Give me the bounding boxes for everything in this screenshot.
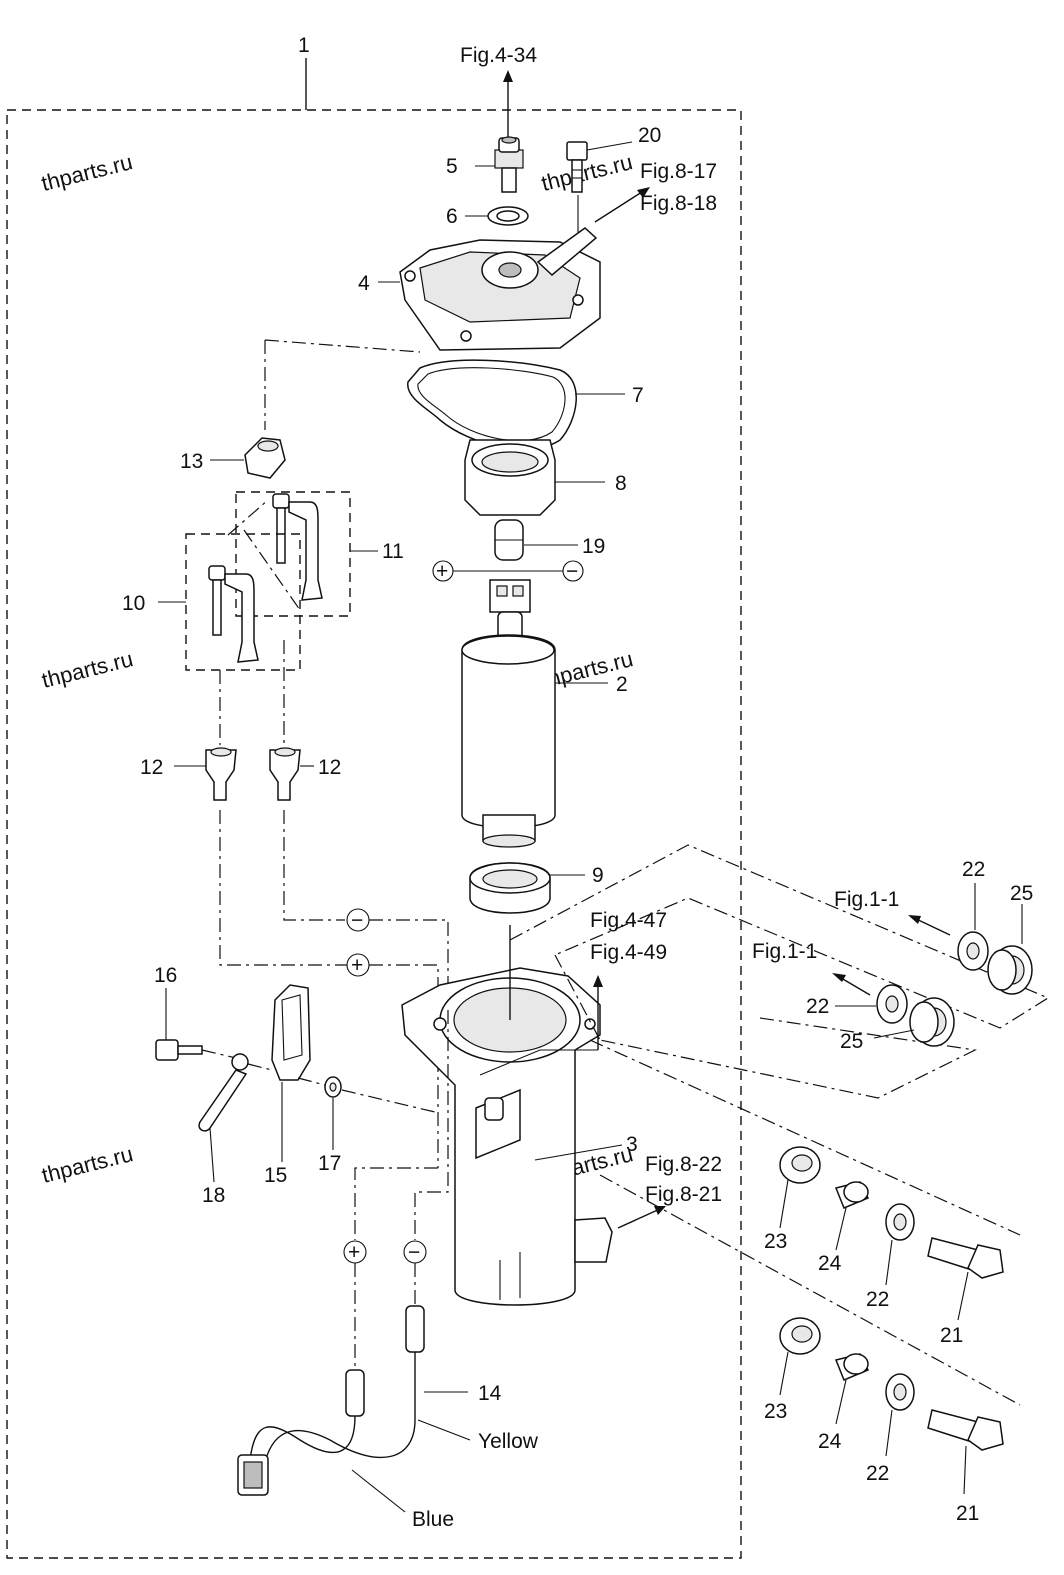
polarity-minus: −	[408, 1241, 420, 1264]
callout-11: 11	[382, 540, 404, 563]
part-17-washer	[324, 1076, 342, 1098]
ref-fig-1-1: Fig.1-1	[834, 888, 899, 911]
part-13-cap	[244, 437, 286, 479]
ref-fig-4-47: Fig.4-47	[590, 909, 667, 932]
callout-22: 22	[806, 995, 829, 1018]
callout-25: 25	[1010, 882, 1033, 905]
callout-4: 4	[358, 272, 370, 295]
ref-fig-8-22: Fig.8-22	[645, 1153, 722, 1176]
part-22-washer	[957, 931, 989, 971]
watermark: thparts.ru	[39, 149, 135, 196]
callout-24: 24	[818, 1430, 842, 1453]
callout-23: 23	[764, 1230, 787, 1253]
callout-21: 21	[956, 1502, 979, 1525]
part-20-screw	[566, 141, 588, 193]
ref-fig-8-21: Fig.8-21	[645, 1183, 722, 1206]
callout-13: 13	[180, 450, 203, 473]
callout-7: 7	[632, 384, 644, 407]
callout-25: 25	[840, 1030, 863, 1053]
part-3-housing	[401, 967, 613, 1306]
part-22-washer	[885, 1203, 915, 1241]
part-16-bolt	[155, 1039, 203, 1061]
callout-20: 20	[638, 124, 661, 147]
callout-12-left: 12	[140, 756, 163, 779]
callout-10: 10	[122, 592, 145, 615]
assembly-boundary	[6, 109, 742, 1559]
watermark: thparts.ru	[39, 646, 135, 693]
polarity-plus: +	[436, 560, 448, 583]
part-6-washer	[487, 206, 529, 226]
callout-15: 15	[264, 1164, 287, 1187]
part-22-washer	[885, 1373, 915, 1411]
part-23-collar	[779, 1146, 821, 1184]
ref-fig-4-34: Fig.4-34	[460, 44, 537, 67]
part-4-cover	[399, 227, 601, 351]
part-24-spacer	[834, 1353, 870, 1381]
part-14-wire-harness	[237, 1305, 425, 1496]
part-9-seal	[469, 862, 551, 914]
ref-fig-8-18: Fig.8-18	[640, 192, 717, 215]
callout-1: 1	[298, 34, 310, 57]
part-21-bolt	[927, 1237, 1004, 1279]
callout-19: 19	[582, 535, 605, 558]
part-8-retainer	[464, 439, 556, 516]
callout-12-right: 12	[318, 756, 341, 779]
ref-fig-4-49: Fig.4-49	[590, 941, 667, 964]
callout-3: 3	[626, 1133, 638, 1156]
callout-16: 16	[154, 964, 177, 987]
part-2-fuel-pump	[461, 579, 556, 848]
part-25-grommet	[987, 945, 1033, 995]
callout-22: 22	[866, 1288, 889, 1311]
part-7-gasket	[407, 359, 577, 451]
ref-fig-8-17: Fig.8-17	[640, 160, 717, 183]
part-25-grommet	[909, 997, 955, 1047]
part-18-ground-lead	[198, 1053, 249, 1132]
callout-24: 24	[818, 1252, 842, 1275]
callout-17: 17	[318, 1152, 341, 1175]
wire-color-yellow: Yellow	[478, 1430, 539, 1453]
part-5-fitting	[494, 136, 524, 193]
part-19-filter	[494, 519, 524, 561]
ref-fig-1-1: Fig.1-1	[752, 940, 817, 963]
part-21-bolt	[927, 1409, 1004, 1451]
part-11-terminal	[272, 493, 323, 601]
callout-21: 21	[940, 1324, 963, 1347]
part-23-collar	[779, 1317, 821, 1355]
part-24-spacer	[834, 1181, 870, 1209]
group-10-boundary	[185, 533, 301, 671]
group-11-boundary	[235, 491, 351, 617]
callout-18: 18	[202, 1184, 225, 1207]
callout-22: 22	[962, 858, 985, 881]
polarity-plus: +	[348, 1241, 360, 1264]
part-10-terminal	[208, 565, 259, 663]
callout-23: 23	[764, 1400, 787, 1423]
wire-color-blue: Blue	[412, 1508, 454, 1531]
watermark: thparts.ru	[39, 1141, 135, 1188]
polarity-minus: −	[566, 560, 578, 583]
callout-22: 22	[866, 1462, 889, 1485]
part-22-washer	[876, 984, 908, 1024]
callout-5: 5	[446, 155, 458, 178]
polarity-minus: −	[351, 909, 363, 932]
callout-14: 14	[478, 1382, 502, 1405]
callout-9: 9	[592, 864, 604, 887]
part-15-bracket	[271, 984, 311, 1081]
callout-2: 2	[616, 673, 628, 696]
polarity-plus: +	[351, 954, 363, 977]
part-12-boot-right	[269, 747, 301, 801]
callout-8: 8	[615, 472, 627, 495]
callout-6: 6	[446, 205, 458, 228]
part-12-boot-left	[205, 747, 237, 801]
